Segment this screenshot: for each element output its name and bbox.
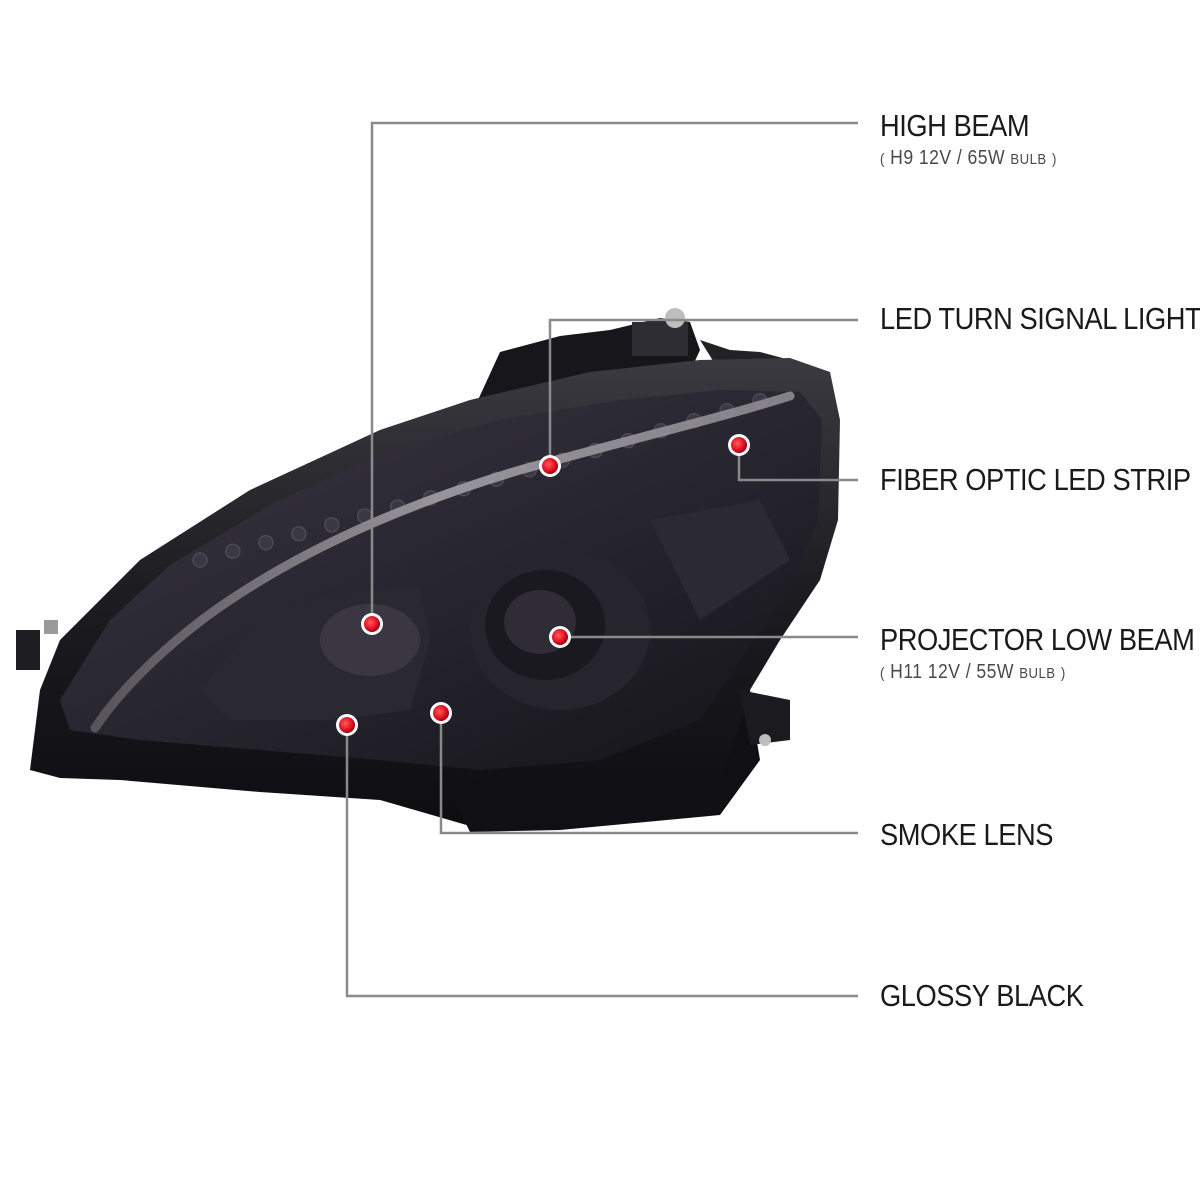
callout-subtitle: ( H11 12V / 55W BULB )	[880, 661, 1066, 683]
callout-title: FIBER OPTIC LED STRIP	[880, 462, 1191, 497]
callout-led-turn-signal: LED TURN SIGNAL LIGHT	[880, 301, 1200, 337]
lower-housing	[16, 620, 790, 832]
led-bead	[225, 543, 241, 560]
fiber-optic-strip	[90, 391, 795, 733]
callout-title: HIGH BEAM	[880, 108, 1030, 143]
marker-dot	[364, 616, 380, 632]
led-bead	[258, 534, 274, 551]
marker-dot	[339, 717, 355, 733]
led-bead	[324, 517, 340, 533]
callout-title: PROJECTOR LOW BEAM	[880, 622, 1195, 657]
callout-high-beam: HIGH BEAM ( H9 12V / 65W BULB )	[880, 108, 1081, 172]
callout-glossy-black: GLOSSY BLACK	[880, 978, 1111, 1014]
callout-title: GLOSSY BLACK	[880, 978, 1084, 1013]
led-bead	[291, 526, 307, 542]
marker-dot	[731, 437, 747, 453]
callout-smoke-lens: SMOKE LENS	[880, 817, 1077, 853]
marker-dot	[542, 458, 558, 474]
projector-assembly	[470, 500, 790, 710]
marker-dot	[433, 705, 449, 721]
callout-title: SMOKE LENS	[880, 817, 1053, 852]
callout-projector-low-beam: PROJECTOR LOW BEAM ( H11 12V / 55W BULB …	[880, 622, 1200, 686]
led-bead	[192, 552, 208, 568]
callout-subtitle: ( H9 12V / 65W BULB )	[880, 147, 1057, 169]
marker-dot	[552, 629, 568, 645]
callout-leaders	[336, 121, 858, 998]
callout-fiber-optic: FIBER OPTIC LED STRIP	[880, 462, 1200, 498]
callout-title: LED TURN SIGNAL LIGHT	[880, 301, 1200, 336]
